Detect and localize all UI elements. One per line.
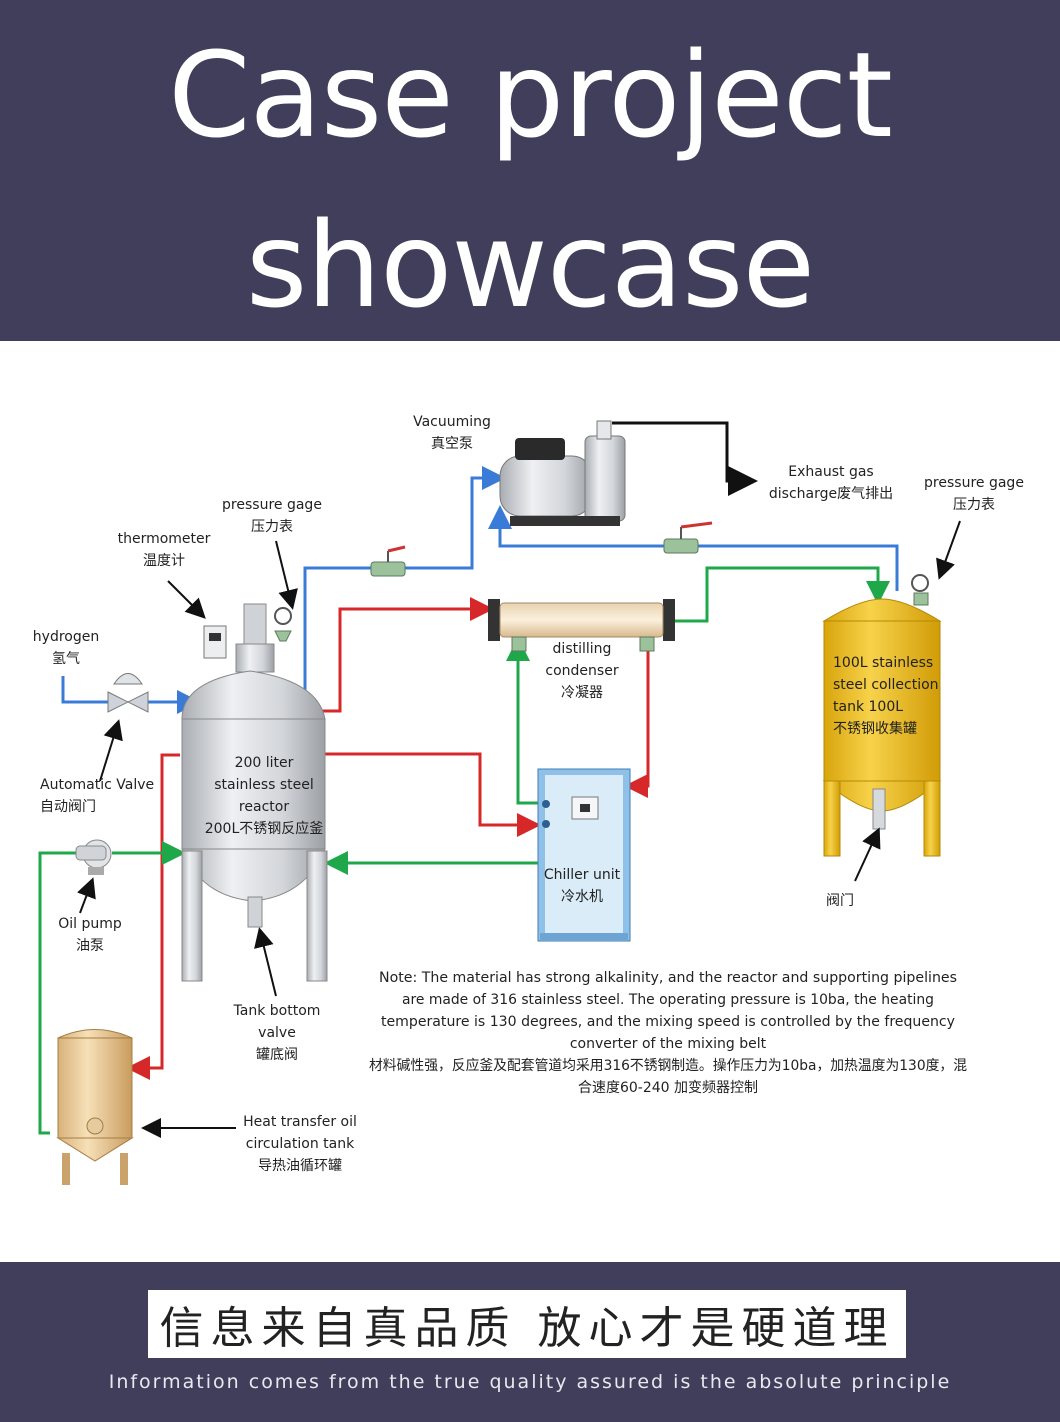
note-line3: temperature is 130 degrees, and the mixi… [381,1014,955,1030]
label-tank-bottom-line3: 罐底阀 [256,1047,298,1063]
label-tank-line1: 100L stainless [833,655,933,671]
label-exhaust-cn: discharge废气排出 [769,486,893,502]
process-note: Note: The material has strong alkalinity… [369,970,967,1096]
label-exhaust-en: Exhaust gas [788,464,873,480]
label-chiller-en: Chiller unit [544,867,621,883]
red-heating-pipes [126,597,650,1080]
label-tank-line3: tank 100L [833,699,903,715]
label-tank-line4: 不锈钢收集罐 [833,720,917,737]
chiller-unit [537,768,631,942]
reactor-200l [181,603,328,982]
label-condenser-line1: distilling [553,641,612,657]
label-pressure-gage-left-en: pressure gage [222,497,322,513]
ball-valve-right [663,521,713,554]
callout-arrows [77,520,961,1138]
label-tank-line2: steel collection [833,677,939,693]
label-vacuuming-en: Vacuuming [413,414,491,430]
label-tank-bottom-line1: Tank bottom [233,1003,321,1019]
label-thermometer-cn: 温度计 [143,553,185,569]
oil-pump [75,839,112,875]
label-pressure-gage-left-cn: 压力表 [251,519,293,535]
label-tank-bottom-line2: valve [258,1025,296,1041]
automatic-valve [107,673,149,713]
header-banner: Case project showcase [0,0,1060,341]
slogan-box: 信息来自真品质 放心才是硬道理 [148,1290,906,1358]
note-line1: Note: The material has strong alkalinity… [379,970,957,986]
page-title-line2: showcase [245,196,815,334]
label-condenser-line2: condenser [545,663,618,679]
note-line5: 材料碱性强，反应釜及配套管道均采用316不锈钢制造。操作压力为10ba，加热温度… [369,1057,967,1074]
label-oil-tank-line2: circulation tank [246,1136,355,1152]
label-oil-tank-line1: Heat transfer oil [243,1114,357,1130]
collection-tank-100l [822,574,942,857]
label-automatic-valve-cn: 自动阀门 [40,799,96,815]
label-reactor-line1: 200 liter [235,755,294,771]
heat-transfer-oil-tank [56,1029,134,1185]
label-reactor-line4: 200L不锈钢反应釜 [205,820,324,837]
label-thermometer-en: thermometer [118,531,211,547]
label-hydrogen-cn: 氢气 [52,651,80,667]
process-diagram: Vacuuming 真空泵 Exhaust gas discharge废气排出 … [0,341,1060,1262]
ball-valve-left [370,545,406,577]
note-line4: converter of the mixing belt [570,1036,767,1052]
label-oil-tank-line3: 导热油循环罐 [258,1158,342,1174]
note-line2: are made of 316 stainless steel. The ope… [402,992,934,1008]
distilling-condenser [488,599,675,652]
label-automatic-valve-en: Automatic Valve [40,777,154,793]
vacuum-pump [499,420,626,526]
label-oil-pump-cn: 油泵 [76,938,104,954]
note-line6: 合速度60-240 加变频器控制 [578,1080,758,1096]
label-oil-pump-en: Oil pump [58,916,122,932]
label-reactor-line3: reactor [239,799,289,815]
label-condenser-line3: 冷凝器 [561,685,603,701]
slogan-chinese: 信息来自真品质 放心才是硬道理 [159,1303,895,1354]
label-pressure-gage-right-en: pressure gage [924,475,1024,491]
label-pressure-gage-right-cn: 压力表 [953,497,995,513]
label-chiller-cn: 冷水机 [561,889,603,905]
page-title-line1: Case project [168,26,893,164]
label-reactor-line2: stainless steel [214,777,314,793]
slogan-english: Information comes from the true quality … [108,1371,952,1393]
exhaust-line [612,421,758,496]
label-vacuuming-cn: 真空泵 [431,436,473,452]
label-hydrogen-en: hydrogen [33,629,99,645]
label-valve-cn: 阀门 [826,893,854,909]
footer-banner: 信息来自真品质 放心才是硬道理 Information comes from t… [0,1262,1060,1422]
